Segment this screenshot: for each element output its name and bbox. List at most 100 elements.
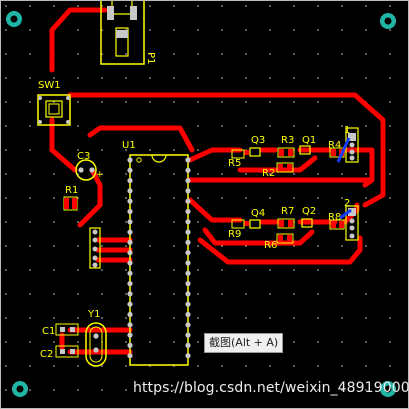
u1-pin-pad bbox=[127, 250, 133, 256]
p1-label: P1 bbox=[145, 52, 156, 64]
header-right-1[interactable]: 1 bbox=[336, 125, 359, 163]
capacitor-c1[interactable]: C1 bbox=[42, 323, 79, 337]
u1-pin-pad bbox=[127, 332, 133, 338]
u1-pin-pad bbox=[185, 167, 191, 173]
u1-pin-pad bbox=[185, 260, 191, 266]
trace-u1-r9 bbox=[187, 197, 243, 223]
switch-sw1[interactable]: SW1 bbox=[37, 80, 71, 126]
c1-label: C1 bbox=[42, 326, 55, 337]
resistor-r7[interactable]: R7 bbox=[277, 206, 295, 229]
u1-pin-pad bbox=[127, 260, 133, 266]
u1-pin-pad bbox=[185, 157, 191, 163]
u1-pin-pad bbox=[185, 250, 191, 256]
u1-pin-pad bbox=[185, 301, 191, 307]
r8-label: R8 bbox=[328, 212, 341, 223]
connector-pin1-label: 1 bbox=[344, 125, 350, 136]
capacitor-c3[interactable]: C3 + bbox=[75, 151, 104, 181]
r5-label: R5 bbox=[228, 158, 241, 169]
u1-pin-pad bbox=[127, 281, 133, 287]
resistor-r6[interactable]: R6 bbox=[264, 233, 294, 251]
trace-mid-bus bbox=[87, 125, 195, 153]
connector-pin2-label: 2 bbox=[344, 198, 350, 209]
u1-pin-pad bbox=[185, 332, 191, 338]
r7-label: R7 bbox=[281, 206, 294, 217]
screenshot-tooltip: 截图(Alt + A) bbox=[204, 333, 284, 353]
u1-pin-pad bbox=[127, 239, 133, 245]
trace-c3-r1 bbox=[77, 167, 103, 228]
u1-pin-pad bbox=[185, 342, 191, 348]
crystal-y1[interactable]: Y1 bbox=[85, 309, 107, 367]
transistor-q4[interactable]: Q4 bbox=[244, 208, 265, 229]
u1-pin-pad bbox=[127, 188, 133, 194]
r1-label: R1 bbox=[65, 185, 78, 196]
header-right-2[interactable]: 2 bbox=[339, 198, 359, 241]
r9-label: R9 bbox=[228, 229, 241, 240]
u1-pin-pad bbox=[185, 198, 191, 204]
c3-label: C3 bbox=[77, 151, 90, 162]
u1-pin-pad bbox=[127, 198, 133, 204]
r4-label: R4 bbox=[328, 140, 341, 151]
q4-label: Q4 bbox=[251, 208, 265, 219]
y1-label: Y1 bbox=[87, 309, 100, 320]
ic-u1[interactable]: U1 bbox=[122, 140, 191, 366]
trace-sw1-down bbox=[49, 117, 78, 173]
u1-pins bbox=[127, 157, 191, 359]
u1-pin-pad bbox=[185, 281, 191, 287]
u1-pin-pad bbox=[185, 188, 191, 194]
u1-pin-pad bbox=[185, 322, 191, 328]
r2-label: R2 bbox=[262, 168, 275, 179]
u1-pin-pad bbox=[127, 167, 133, 173]
q3-label: Q3 bbox=[251, 135, 265, 146]
transistor-q3[interactable]: Q3 bbox=[244, 135, 265, 157]
u1-pin-pad bbox=[185, 229, 191, 235]
source-watermark: https://blog.csdn.net/weixin_48919000 bbox=[133, 380, 409, 396]
resistor-r3[interactable]: R3 bbox=[277, 135, 295, 158]
transistor-q2[interactable]: Q2 bbox=[301, 206, 316, 228]
trace-low-loop bbox=[197, 235, 363, 265]
mounting-holes bbox=[6, 11, 396, 397]
trace-u1-r5 bbox=[187, 147, 243, 163]
r6-label: R6 bbox=[264, 240, 277, 251]
trace-r8-conn bbox=[342, 202, 360, 225]
connector-p1[interactable]: P1 bbox=[100, 0, 156, 65]
u1-pin-pad bbox=[127, 342, 133, 348]
header-left[interactable] bbox=[89, 227, 101, 269]
u1-pin-pad bbox=[127, 270, 133, 276]
u1-pin-pad bbox=[127, 291, 133, 297]
resistor-r1[interactable]: R1 bbox=[63, 185, 78, 211]
q1-label: Q1 bbox=[302, 135, 316, 146]
resistor-r2[interactable]: R2 bbox=[262, 162, 294, 179]
q2-label: Q2 bbox=[302, 206, 316, 217]
trace-r2-row bbox=[237, 155, 318, 173]
r3-label: R3 bbox=[281, 135, 294, 146]
u1-pin-pad bbox=[185, 270, 191, 276]
sw1-label: SW1 bbox=[38, 80, 61, 91]
u1-pin-pad bbox=[127, 157, 133, 163]
resistor-r8[interactable]: R8 bbox=[328, 212, 345, 230]
u1-pin-pad bbox=[127, 229, 133, 235]
u1-pin-pad bbox=[185, 178, 191, 184]
resistor-r5[interactable]: R5 bbox=[228, 149, 245, 169]
transistor-q1[interactable]: Q1 bbox=[299, 135, 316, 155]
u1-pin-pad bbox=[127, 178, 133, 184]
trace-p1-left bbox=[49, 7, 108, 73]
copper-traces bbox=[49, 7, 386, 355]
u1-label: U1 bbox=[122, 140, 136, 151]
c3-plus-label: + bbox=[96, 170, 104, 180]
u1-pin-pad bbox=[185, 219, 191, 225]
u1-pin-pad bbox=[185, 291, 191, 297]
c2-label: C2 bbox=[40, 349, 53, 360]
resistor-r9[interactable]: R9 bbox=[228, 219, 245, 240]
capacitor-c2[interactable]: C2 bbox=[40, 345, 79, 360]
trace-r6-row bbox=[202, 227, 315, 246]
u1-pin-pad bbox=[127, 322, 133, 328]
u1-pin-pad bbox=[185, 208, 191, 215]
u1-pin-pad bbox=[127, 208, 133, 215]
u1-pin-pad bbox=[185, 239, 191, 245]
u1-pin-pad bbox=[127, 219, 133, 225]
trace-top-bus bbox=[67, 92, 386, 208]
u1-pin-pad bbox=[127, 301, 133, 307]
u1-pin-pad bbox=[127, 353, 133, 359]
